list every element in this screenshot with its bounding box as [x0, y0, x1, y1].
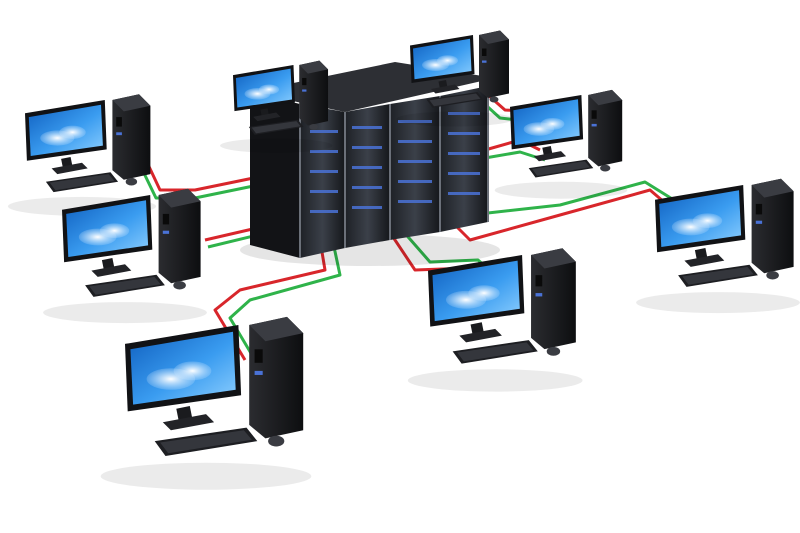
cable-red: [213, 227, 327, 361]
